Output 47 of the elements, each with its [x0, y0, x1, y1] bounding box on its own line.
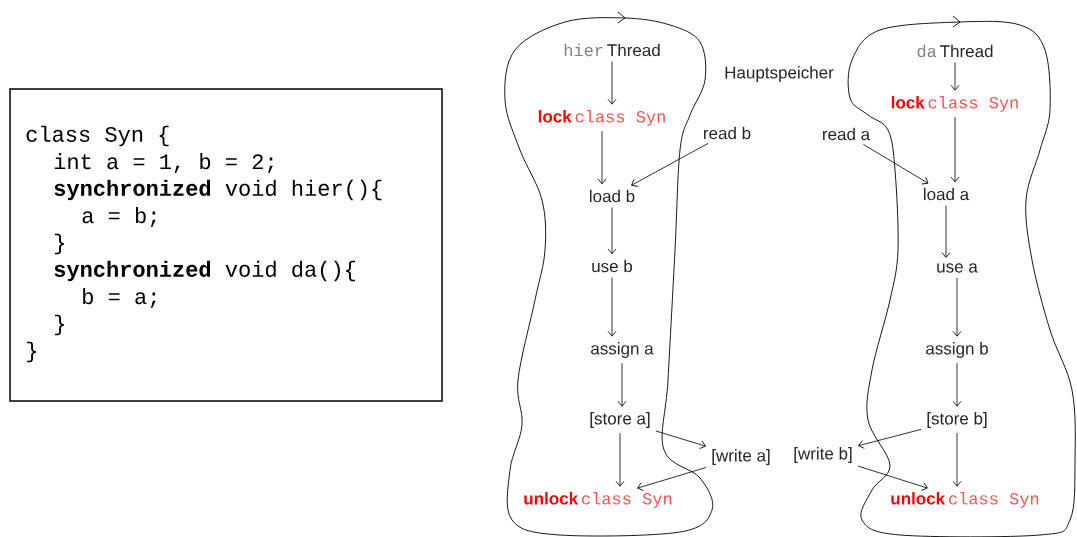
action-label: read a	[823, 127, 871, 141]
arrow	[655, 430, 706, 449]
code-line: b = a;	[83, 288, 156, 308]
action-label: [write b]	[794, 447, 852, 463]
code-line: synchronized void da(){	[54, 260, 356, 282]
thread-label: hier Thread	[564, 43, 660, 57]
arrow	[950, 62, 960, 91]
code-box	[9, 88, 443, 402]
arrow	[952, 362, 962, 407]
code-line: }	[55, 233, 64, 255]
action-label: assign b	[926, 342, 988, 358]
arrow	[631, 143, 709, 187]
code-line: }	[27, 341, 36, 363]
code-line: }	[55, 314, 64, 336]
action-label: load a	[924, 187, 970, 201]
monitor-action: unlock class Syn	[891, 492, 1039, 508]
code-line: a = b;	[82, 207, 156, 227]
arrow	[952, 432, 962, 487]
arrow	[941, 205, 951, 258]
action-label: use a	[937, 263, 978, 273]
action-label: [store b]	[927, 412, 987, 428]
code-line: class Syn {	[26, 125, 169, 147]
action-label: load b	[590, 189, 635, 203]
arrow	[607, 61, 617, 105]
arrow	[597, 130, 607, 185]
action-label: [write a]	[712, 449, 770, 465]
monitor-action: lock class Syn	[891, 96, 1018, 112]
monitor-action: lock class Syn	[538, 110, 665, 126]
arrow	[637, 467, 707, 491]
action-label: use b	[592, 259, 633, 273]
action-label: assign a	[591, 342, 654, 358]
thread-label: da Thread	[917, 44, 993, 58]
arrow	[615, 432, 625, 487]
arrow	[617, 362, 627, 407]
code-line: synchronized void hier(){	[54, 179, 382, 201]
monitor-action: unlock class Syn	[524, 492, 672, 508]
arrow	[952, 277, 962, 337]
action-label: read b	[704, 126, 751, 140]
arrow	[863, 144, 929, 185]
arrow	[857, 465, 928, 491]
action-label: [store a]	[590, 412, 650, 428]
code-line: int a = 1, b = 2;	[54, 153, 273, 173]
memory-label: Hauptspeicher	[725, 66, 834, 82]
arrow	[950, 116, 960, 183]
arrow	[858, 428, 922, 449]
arrow	[607, 277, 617, 337]
arrow	[607, 207, 617, 255]
